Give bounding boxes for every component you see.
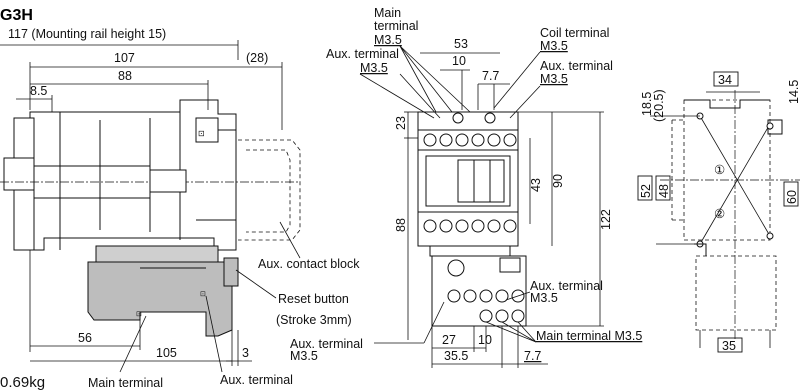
label-main-terminal-bottom: Main terminal M3.5 [536, 329, 642, 343]
label-aux-terminal-top-m35: M3.5 [360, 61, 388, 75]
dim-23: 23 [394, 116, 408, 130]
weight-label: 0.69kg [0, 374, 45, 391]
dim-18-5: 18.5 [640, 92, 654, 116]
marker-1: ① [714, 163, 725, 177]
dim-105: 105 [156, 346, 177, 360]
dim-56: 56 [78, 331, 92, 345]
label-main-terminal-side: Main terminal [88, 376, 163, 390]
dim-3: 3 [242, 346, 249, 360]
dim-52: 52 [639, 184, 653, 198]
label-coil-terminal: Coil terminal [540, 26, 609, 40]
dim-10-bot: 10 [478, 333, 492, 347]
dim-90: 90 [551, 174, 565, 188]
label-aux-terminal-right: Aux. terminal [540, 59, 613, 73]
label-coil-terminal-m35: M3.5 [540, 39, 568, 53]
dim-48: 48 [657, 184, 671, 198]
label-aux-terminal-lower-right: Aux. terminal [530, 279, 603, 293]
dim-20-5: (20.5) [652, 89, 666, 122]
dim-122: 122 [599, 209, 613, 230]
marker-2: ② [714, 207, 725, 221]
dim-117: 117 (Mounting rail height 15) [8, 27, 166, 41]
label-stroke: (Stroke 3mm) [276, 313, 352, 327]
mount-view: 34 14.5 ① ② 18.5 (20.5) 52 48 [637, 71, 800, 353]
dim-35: 35 [722, 339, 736, 353]
dim-35-5: 35.5 [444, 349, 468, 363]
label-aux-terminal-top: Aux. terminal [326, 47, 399, 61]
dim-43: 43 [529, 178, 543, 192]
dim-27: 27 [442, 333, 456, 347]
dim-88-front: 88 [394, 218, 408, 232]
svg-text:⊡: ⊡ [136, 311, 142, 318]
dim-88: 88 [118, 69, 132, 83]
svg-text:⊡: ⊡ [200, 291, 206, 298]
dim-14-5: 14.5 [787, 80, 800, 104]
dim-10-top: 10 [452, 54, 466, 68]
dim-8-5: 8.5 [30, 84, 47, 98]
label-aux-contact-block: Aux. contact block [258, 257, 360, 271]
label-main-1: Main [374, 6, 401, 20]
dim-7-7-bot: 7.7 [524, 349, 541, 363]
label-aux-terminal-lower-right-m35: M3.5 [530, 291, 558, 305]
dim-34: 34 [718, 73, 732, 87]
label-main-2: terminal [374, 19, 418, 33]
dim-107: 107 [114, 51, 135, 65]
label-aux-terminal-left-m35: M3.5 [290, 349, 318, 363]
nameplate-mark: ⊡ [198, 129, 205, 138]
label-aux-terminal-side-bottom: Aux. terminal [220, 373, 293, 387]
label-reset-button: Reset button [278, 292, 349, 306]
dim-7-7-top: 7.7 [482, 69, 499, 83]
front-view: Main terminal M3.5 Aux. terminal M3.5 Co… [326, 6, 642, 368]
dim-60: 60 [785, 190, 799, 204]
dim-28: (28) [246, 51, 268, 65]
model-title: G3H [0, 7, 33, 24]
side-view: 117 (Mounting rail height 15) (28) 107 8… [0, 27, 360, 390]
label-aux-terminal-left: Aux. terminal [290, 337, 363, 351]
label-aux-terminal-right-m35: M3.5 [540, 72, 568, 86]
label-main-m35: M3.5 [374, 33, 402, 47]
dim-53: 53 [454, 37, 468, 51]
